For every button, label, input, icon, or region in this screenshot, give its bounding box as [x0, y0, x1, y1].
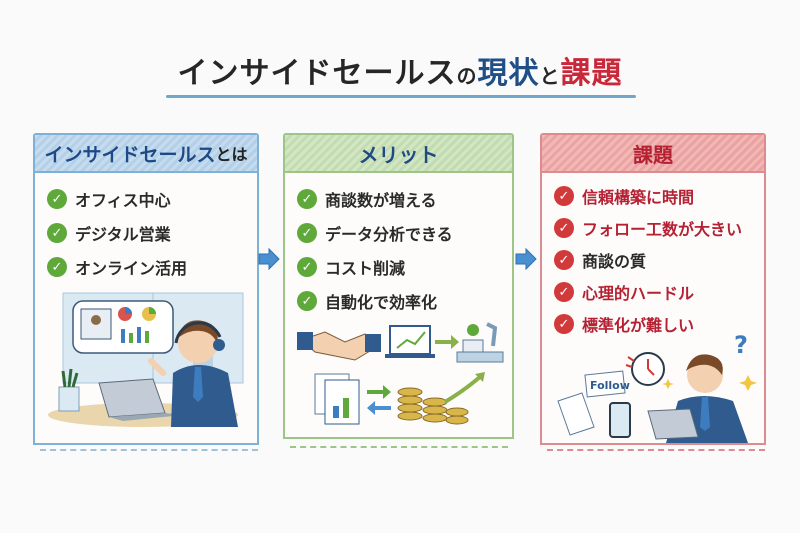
list-item: ✓心理的ハードル [554, 276, 764, 308]
panel-merits-heading: メリット [285, 135, 512, 173]
check-icon: ✓ [47, 257, 67, 277]
list-item: ✓商談の質 [554, 244, 764, 276]
panel-issues: 課題 ✓信頼構築に時間 ✓フォロー工数が大きい ✓商談の質 ✓心理的ハードル ✓… [540, 133, 766, 445]
list-item: ✓オンライン活用 [47, 250, 257, 284]
check-icon: ✓ [47, 189, 67, 209]
check-icon: ✓ [554, 218, 574, 238]
title-underline [166, 95, 636, 98]
panel-issues-dashed-divider [547, 449, 765, 451]
list-item: ✓データ分析できる [297, 216, 512, 250]
check-icon: ✓ [297, 257, 317, 277]
panel-merits: メリット ✓商談数が増える ✓データ分析できる ✓コスト削減 ✓自動化で効率化 [283, 133, 514, 439]
salesperson-illustration [48, 292, 244, 427]
merits-illustration [297, 322, 504, 425]
check-icon: ✓ [47, 223, 67, 243]
panel-merits-dashed-divider [290, 446, 508, 448]
list-item: ✓フォロー工数が大きい [554, 212, 764, 244]
arrow-right-icon [515, 248, 537, 270]
check-icon: ✓ [554, 314, 574, 334]
panel-about-heading: インサイドセールスとは [35, 135, 257, 173]
list-item: ✓標準化が難しい [554, 308, 764, 340]
check-icon: ✓ [297, 223, 317, 243]
check-icon: ✓ [554, 186, 574, 206]
panel-issues-heading: 課題 [542, 135, 764, 173]
page-title: インサイドセールスの現状と課題 [177, 56, 623, 91]
list-item: ✓自動化で効率化 [297, 284, 512, 318]
svg-text:Follow: Follow [590, 379, 630, 392]
list-item: ✓オフィス中心 [47, 182, 257, 216]
list-item: ✓デジタル営業 [47, 216, 257, 250]
list-item: ✓コスト削減 [297, 250, 512, 284]
svg-text:?: ? [734, 331, 748, 359]
check-icon: ✓ [297, 189, 317, 209]
check-icon: ✓ [554, 250, 574, 270]
panel-about-dashed-divider [40, 449, 258, 451]
issues-illustration: Follow ? [557, 331, 757, 443]
panel-about: インサイドセールスとは ✓オフィス中心 ✓デジタル営業 ✓オンライン活用 [33, 133, 259, 445]
list-item: ✓商談数が増える [297, 182, 512, 216]
arrow-right-icon [258, 248, 280, 270]
check-icon: ✓ [554, 282, 574, 302]
list-item: ✓信頼構築に時間 [554, 180, 764, 212]
check-icon: ✓ [297, 291, 317, 311]
